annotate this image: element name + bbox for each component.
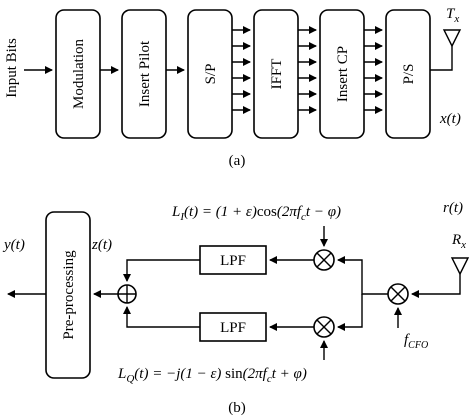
split-bottom-line	[337, 294, 363, 331]
cfo-label: fCFO	[404, 332, 428, 351]
insert-pilot-label: Insert Pilot	[137, 40, 153, 107]
parallel-arrows-cp-ps	[364, 26, 383, 114]
split-top-line	[337, 256, 388, 295]
ifft-label: IFFT	[269, 59, 285, 90]
rx-antenna-icon	[450, 257, 470, 276]
lpf-top-label: LPF	[220, 253, 246, 269]
insert-cp-block	[319, 9, 365, 139]
preprocessing-block	[45, 211, 91, 379]
lq-equation: LQ(t) = −j(1 − ε) sin(2πfct + φ)	[117, 366, 307, 385]
insert-pilot-block	[121, 9, 167, 139]
preprocessing-label: Pre-processing	[61, 250, 77, 340]
input-bits-label: Input Bits	[4, 38, 20, 98]
y-label: y(t)	[2, 237, 25, 253]
rx-feed-line	[411, 274, 461, 298]
tx-signal-label: x(t)	[439, 111, 461, 127]
lpf-top-block	[199, 245, 267, 275]
ifft-block	[253, 9, 299, 139]
r-label: r(t)	[443, 200, 463, 216]
tx-antenna-icon	[442, 29, 462, 48]
parallel-arrows-sp-ifft	[232, 26, 251, 114]
sp-label: S/P	[203, 64, 219, 85]
receiver-diagram: Pre-processing y(t) z(t) LPF LPF	[2, 200, 470, 416]
modulation-block	[55, 9, 101, 139]
caption-b: (b)	[228, 400, 246, 416]
top-branch-to-adder	[123, 259, 200, 282]
z-label: z(t)	[91, 237, 112, 253]
parallel-arrows-ifft-cp	[298, 26, 317, 114]
transmitter-diagram: Input Bits Modulation Insert Pilot S/P I…	[4, 6, 462, 169]
caption-a: (a)	[229, 153, 246, 169]
bottom-branch-to-adder	[123, 306, 200, 328]
lpf-bottom-block	[199, 312, 267, 342]
tx-feed-line	[430, 46, 453, 71]
insert-cp-label: Insert CP	[335, 46, 351, 102]
li-equation: LI(t) = (1 + ε)cos(2πfct − φ)	[171, 204, 341, 223]
rx-antenna-label: Rx	[451, 232, 466, 251]
ps-block	[385, 9, 431, 139]
modulation-label: Modulation	[71, 39, 87, 109]
ps-label: P/S	[401, 64, 417, 85]
lpf-bottom-label: LPF	[220, 320, 246, 336]
tx-antenna-label: Tx	[446, 6, 459, 25]
sp-block	[187, 9, 233, 139]
